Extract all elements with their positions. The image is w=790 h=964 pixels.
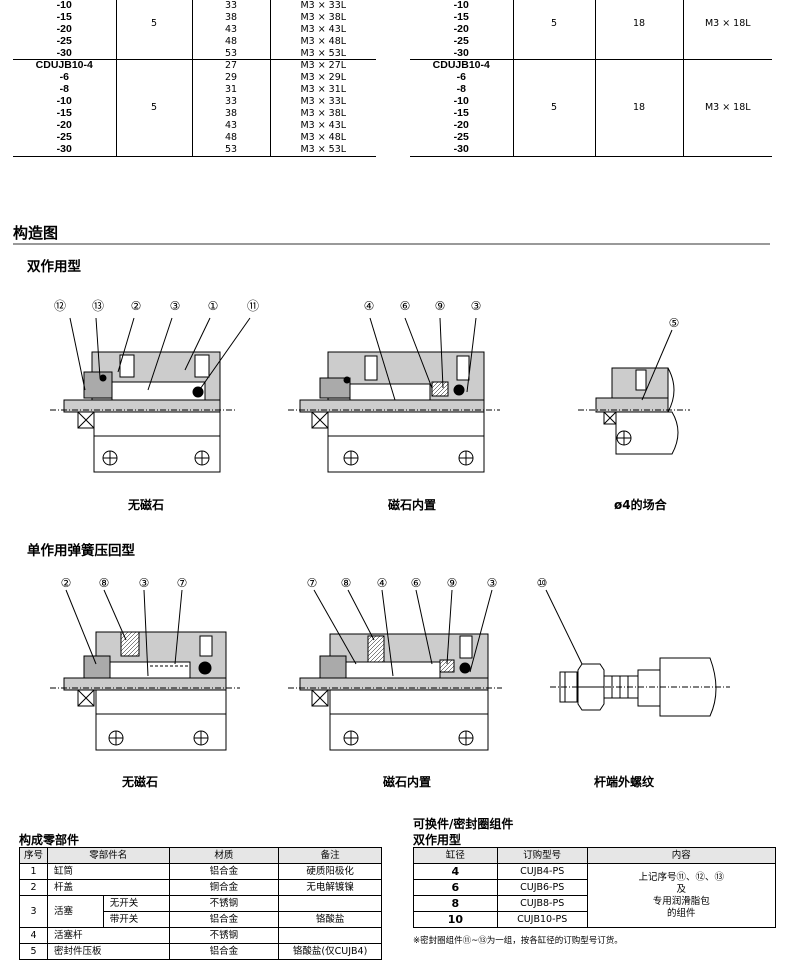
callout: ⑨ — [447, 576, 458, 590]
table-row: 2 杆盖 铜合金 无电解镀镍 — [19, 879, 382, 896]
callout: ② — [61, 576, 72, 590]
callout: ④ — [364, 299, 375, 313]
caption-no-magnet: 无磁石 — [128, 498, 165, 512]
callout: ③ — [170, 299, 181, 313]
header-no: 序号 — [19, 847, 48, 864]
parts-table: 序号 零部件名 材质 备注 1 缸筒 铝合金 硬质阳极化 2 杆盖 铜合金 无电… — [19, 847, 382, 960]
callout: ⑥ — [400, 299, 411, 313]
table-row: -30 — [410, 143, 772, 157]
callout: ① — [208, 299, 219, 313]
table-row: 3 活塞 无开关 不锈钢 — [19, 895, 382, 928]
caption-no-magnet-single: 无磁石 — [122, 775, 159, 789]
callout: ② — [131, 299, 142, 313]
callout: ③ — [487, 576, 498, 590]
table-row: -10 — [410, 95, 772, 109]
callout: ⑪ — [247, 299, 259, 313]
figure-single-no-magnet — [50, 589, 240, 751]
table-row: -20 — [410, 119, 772, 132]
figure-double-magnet — [288, 317, 500, 473]
callout: ⑦ — [307, 576, 318, 590]
header-material: 材质 — [168, 847, 280, 864]
table-row: -30 — [410, 47, 772, 61]
table-row: -15 — [410, 107, 772, 120]
structure-drawings: ⑫ ⑬ ② ③ ① ⑪ ④ ⑥ ⑨ ③ ⑤ ② ⑧ ③ ⑦ ⑦ ⑧ ④ ⑥ ⑨ … — [50, 299, 730, 751]
callout: ⑫ — [54, 299, 66, 313]
seals-subtitle: 双作用型 — [413, 833, 462, 847]
seals-table: 缸径 订购型号 内容 4 CUJB4-PS 上记序号⑪、⑫、⑬ 及 专用润滑脂包… — [413, 847, 777, 928]
header-bore: 缸径 — [413, 847, 498, 864]
caption-magnet: 磁石内置 — [388, 498, 437, 512]
seal-content: 上记序号⑪、⑫、⑬ 及 专用润滑脂包 的组件 — [586, 863, 777, 928]
callout: ③ — [471, 299, 482, 313]
figure-phi4 — [578, 329, 690, 455]
table-row: 4 CUJB4-PS 上记序号⑪、⑫、⑬ 及 专用润滑脂包 的组件 — [413, 863, 777, 928]
header-content: 内容 — [586, 847, 777, 864]
header-note: 备注 — [278, 847, 382, 864]
double-acting-title: 双作用型 — [27, 259, 81, 275]
seal-note: ※密封圈组件⑪~⑬为一组，按各缸径的订购型号订货。 — [413, 936, 623, 946]
header-model: 订购型号 — [496, 847, 588, 864]
table-row: 5 密封件压板 铝合金 铬酸盐(仅CUJB4) — [19, 943, 382, 960]
table-row: -8 — [410, 83, 772, 97]
table-row: -10 — [410, 0, 772, 12]
callout: ⑧ — [99, 576, 110, 590]
caption-rod-thread: 杆端外螺纹 — [594, 775, 655, 789]
table-row: 4 活塞杆 不锈钢 — [19, 927, 382, 944]
top-right-table: -8518M3 × 18L-10-15-20-25-30CDUJB10-4518… — [410, 0, 772, 157]
callout: ⑦ — [177, 576, 188, 590]
header-name: 零部件名 — [46, 847, 170, 864]
figure-rod-thread — [545, 589, 730, 717]
parts-title: 构成零部件 — [19, 833, 80, 847]
table-row: -6 — [410, 71, 772, 85]
table-row: -25 — [410, 131, 772, 144]
callout: ⑥ — [411, 576, 422, 590]
caption-phi4: ø4的场合 — [614, 498, 667, 512]
table-row: 10 CUJB10-PS — [413, 911, 776, 928]
table-row: -20 — [410, 23, 772, 36]
seals-title: 可换件/密封圈组件 — [413, 817, 514, 831]
table-row: -15 — [410, 11, 772, 24]
caption-magnet-single: 磁石内置 — [383, 775, 432, 789]
table-row: -25 — [410, 35, 772, 48]
section-title: 构造图 — [13, 224, 59, 242]
callout: ⑩ — [537, 576, 548, 590]
figure-single-magnet — [288, 589, 502, 751]
callout: ⑤ — [669, 316, 680, 330]
callout: ⑨ — [435, 299, 446, 313]
section-divider — [13, 243, 770, 245]
figure-double-no-magnet — [50, 317, 251, 473]
single-acting-title: 单作用弹簧压回型 — [27, 543, 135, 559]
callout: ⑧ — [341, 576, 352, 590]
callout: ⑬ — [92, 299, 104, 313]
callout: ④ — [377, 576, 388, 590]
table-row: 1 缸筒 铝合金 硬质阳极化 — [19, 863, 382, 880]
callout: ③ — [139, 576, 150, 590]
